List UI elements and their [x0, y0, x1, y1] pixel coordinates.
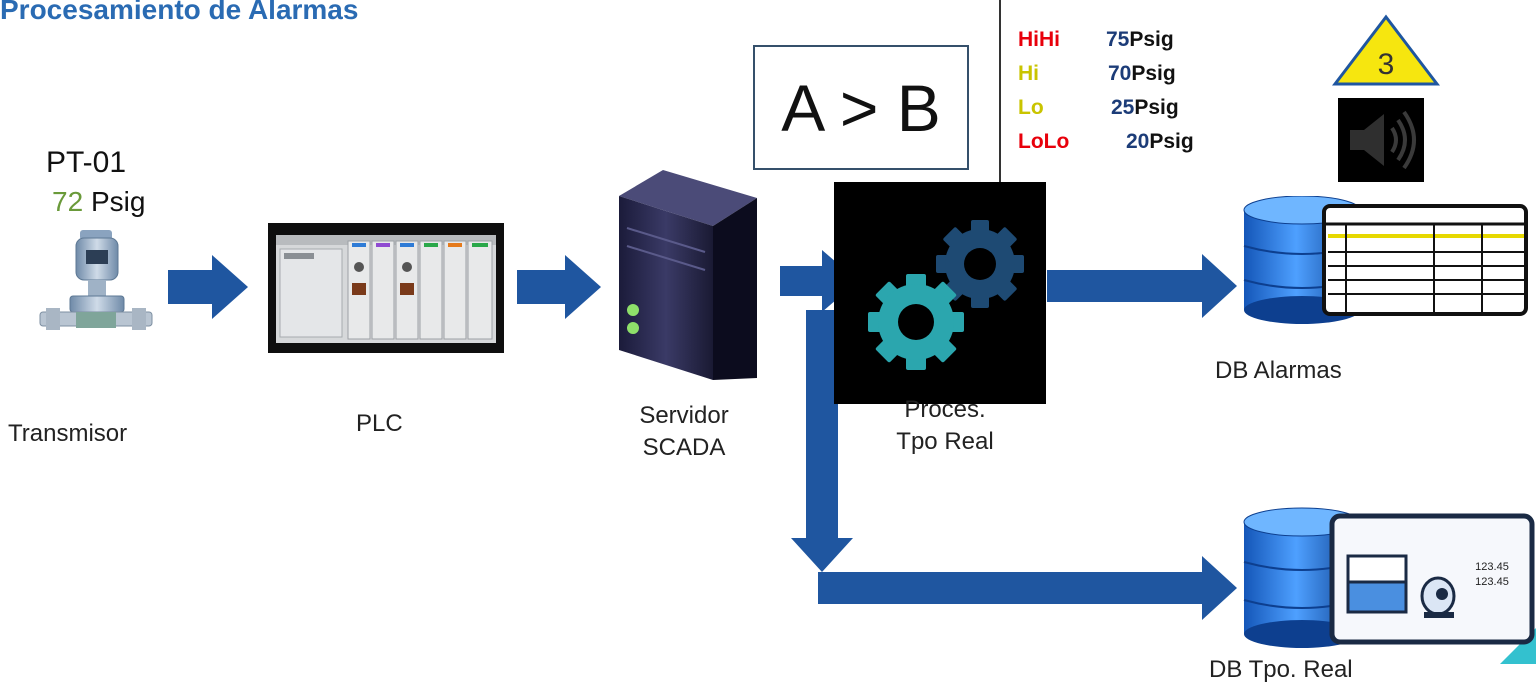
limit-unit: Psig	[1134, 96, 1179, 119]
limit-value: 25Psig	[1111, 96, 1179, 120]
limit-value: 20Psig	[1126, 130, 1194, 154]
processor-label: Proces. Tpo Real	[880, 394, 1010, 458]
readout-1: 123.45	[1475, 561, 1509, 573]
limit-value: 75Psig	[1106, 28, 1174, 52]
pressure-transmitter-icon	[39, 230, 153, 330]
arrow-to-db-realtime	[818, 556, 1237, 620]
transmitter-tag: PT-01	[46, 146, 127, 179]
processor-label-line2: Tpo Real	[896, 428, 994, 455]
limit-number: 75	[1106, 28, 1130, 51]
processor-label-line1: Proces.	[904, 396, 986, 423]
scada-label: Servidor SCADA	[624, 400, 744, 464]
transmitter-reading: 72 Psig	[52, 186, 145, 218]
alarm-count: 3	[1378, 48, 1395, 81]
limit-name: Lo	[1018, 96, 1044, 119]
db-alarmas-label: DB Alarmas	[1215, 357, 1342, 384]
alarm-table-icon	[1322, 204, 1528, 316]
transmitter-value: 72	[52, 186, 84, 217]
limit-name: HiHi	[1018, 28, 1060, 51]
limit-value: 70Psig	[1108, 62, 1176, 86]
db-realtime-icon: 123.45 123.45	[1243, 507, 1536, 664]
gears-processor-icon	[834, 182, 1046, 404]
scada-label-line2: SCADA	[642, 434, 726, 461]
navy-gear-icon	[936, 220, 1024, 308]
limit-unit: Psig	[1131, 62, 1176, 85]
warning-triangle-icon: 3	[1332, 14, 1440, 86]
db-realtime-label: DB Tpo. Real	[1209, 656, 1353, 683]
transmitter-label: Transmisor	[8, 420, 128, 447]
comparison-expression: A > B	[781, 70, 941, 145]
limit-number: 20	[1126, 130, 1150, 153]
teal-gear-icon	[868, 274, 964, 370]
comparison-box: A > B	[753, 45, 969, 170]
plc-label: PLC	[356, 410, 403, 437]
limit-name: Hi	[1018, 62, 1039, 85]
limit-number: 25	[1111, 96, 1135, 119]
realtime-panel-icon: 123.45 123.45	[1329, 513, 1535, 645]
transmitter-unit: Psig	[90, 186, 146, 217]
scada-server-icon	[619, 170, 757, 380]
db-alarmas-icon	[1243, 196, 1528, 324]
limit-unit: Psig	[1129, 28, 1174, 51]
page-title: Procesamiento de Alarmas	[0, 0, 359, 25]
limit-unit: Psig	[1149, 130, 1194, 153]
limit-number: 70	[1108, 62, 1132, 85]
plc-rack-image	[268, 223, 504, 353]
speaker-icon	[1338, 98, 1424, 182]
arrow-transmitter-to-plc	[168, 255, 248, 319]
limit-name: LoLo	[1018, 130, 1070, 153]
arrow-processor-to-db-alarmas	[1047, 254, 1237, 318]
scada-label-line1: Servidor	[639, 402, 729, 429]
arrow-plc-to-scada	[517, 255, 601, 319]
readout-2: 123.45	[1475, 576, 1509, 588]
